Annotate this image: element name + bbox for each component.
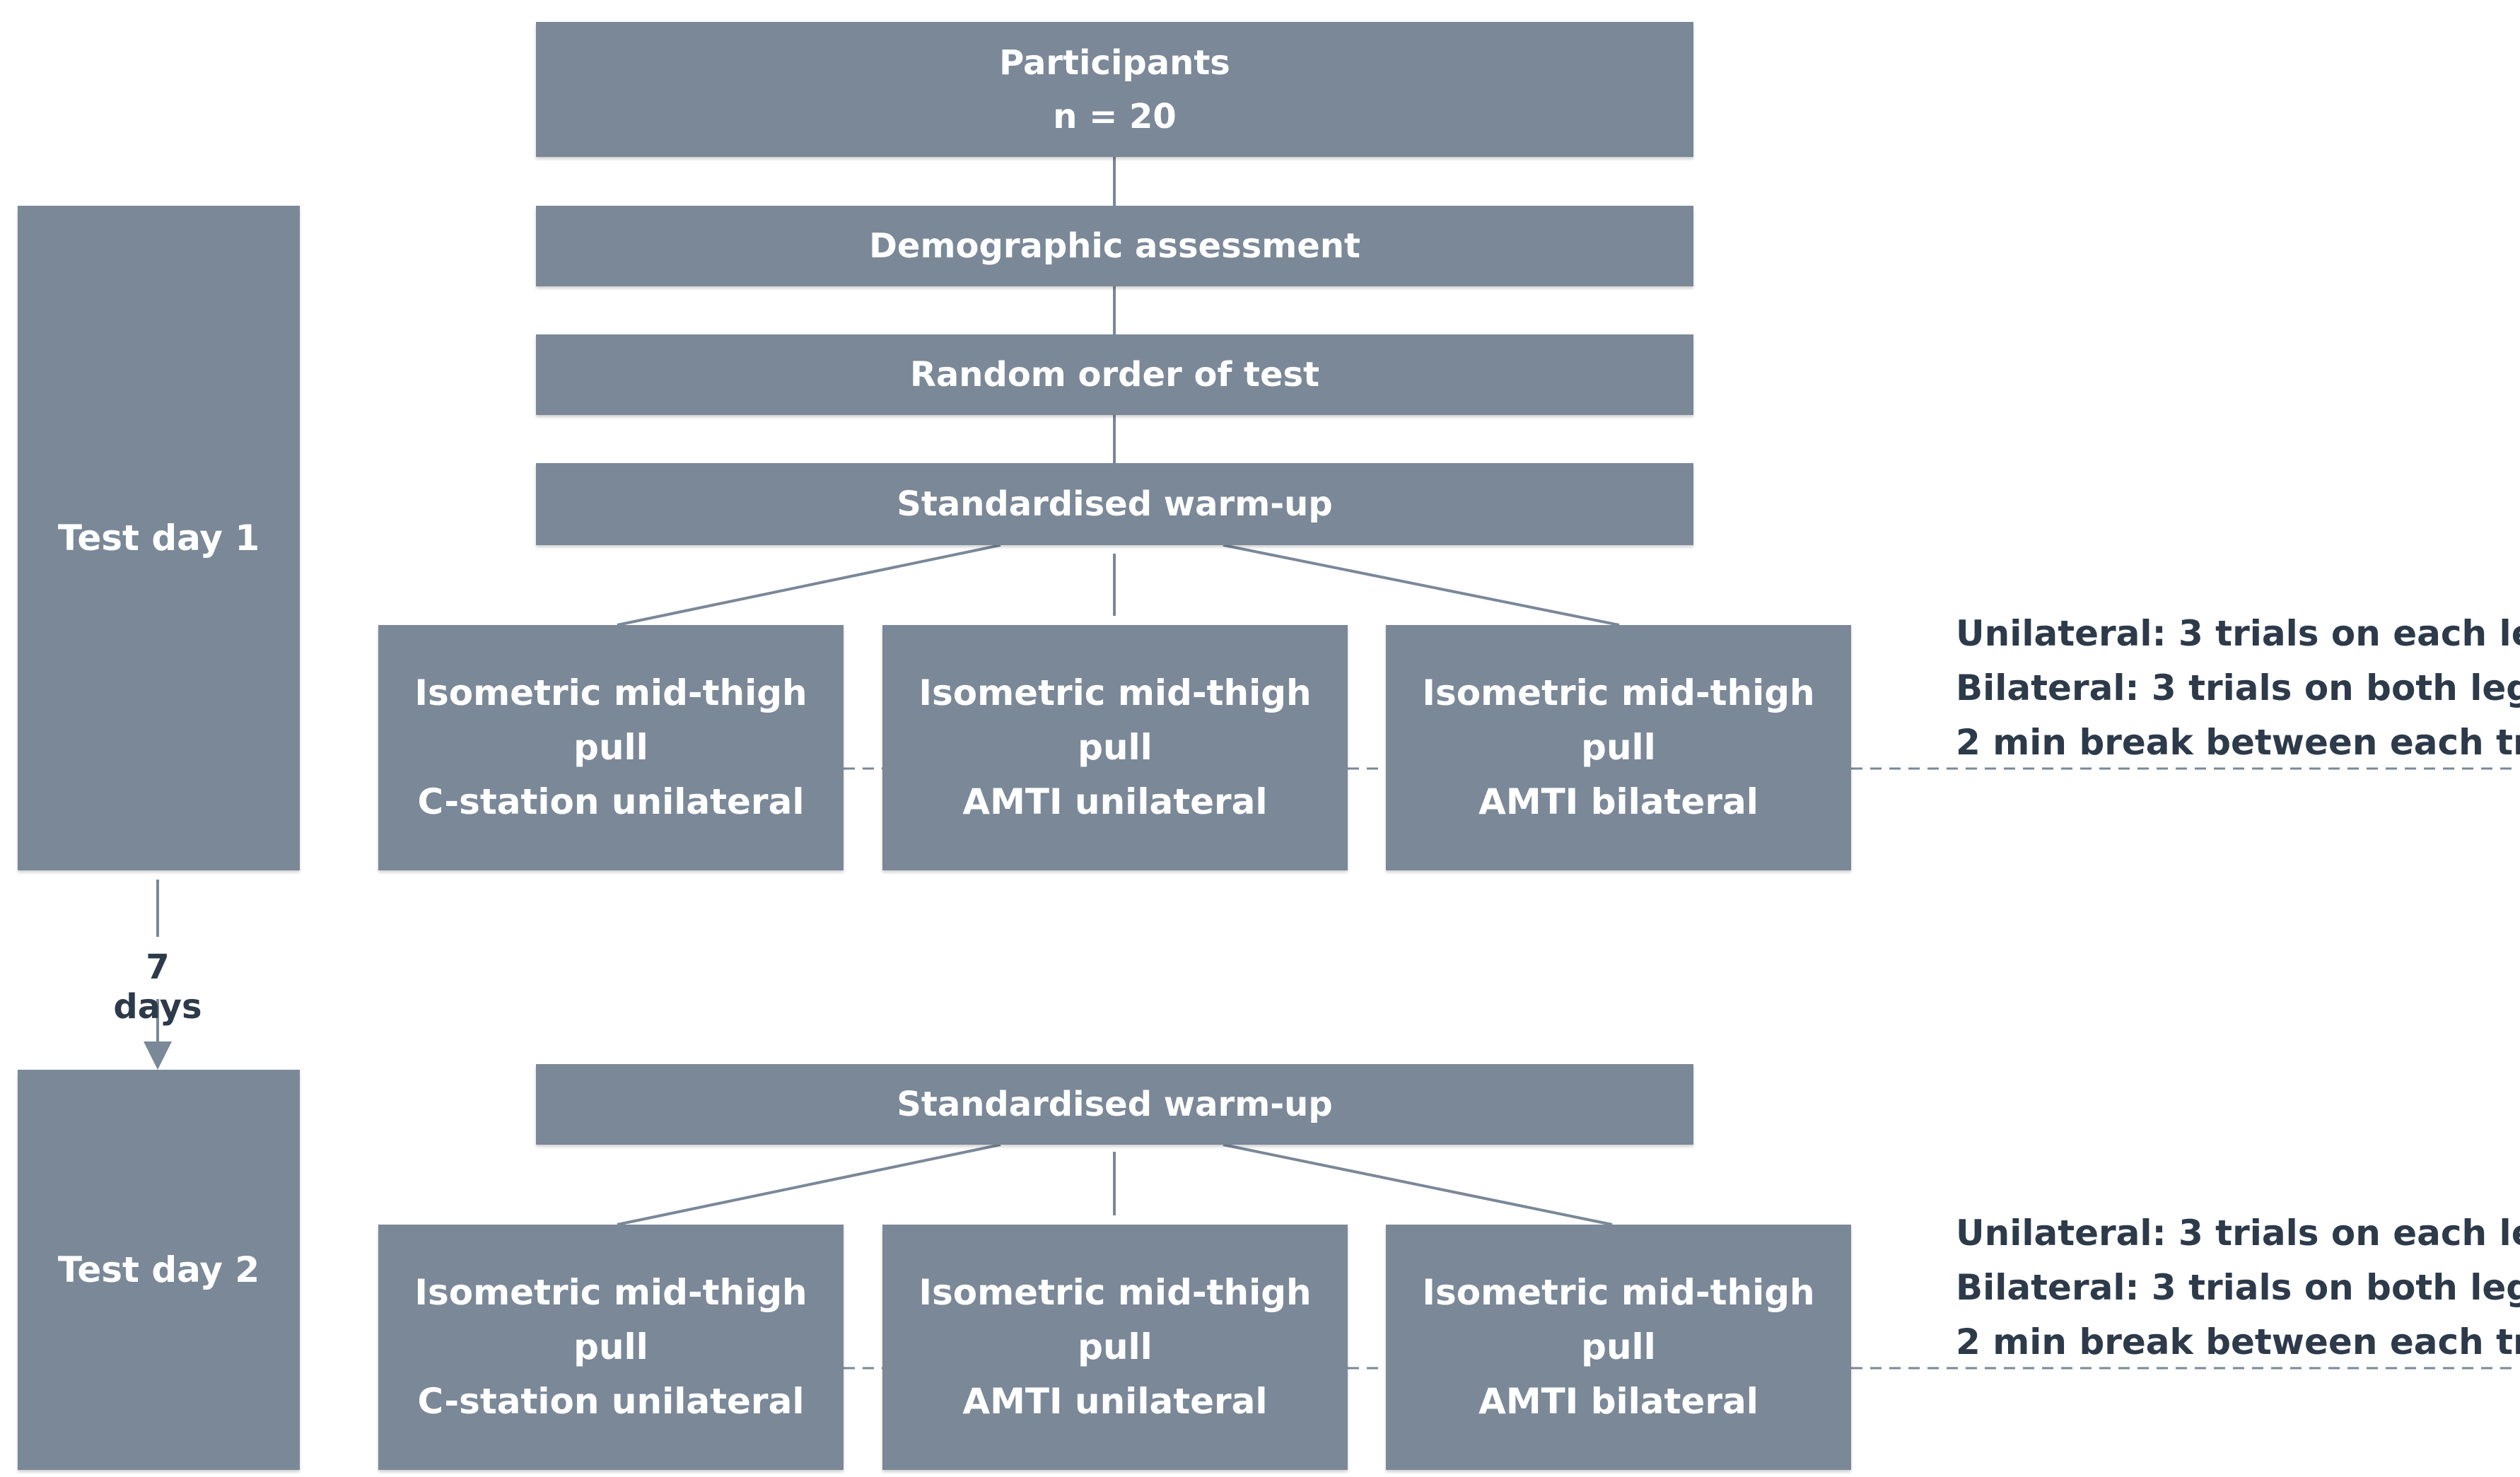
day2-test-amti-unilateral: Isometric mid-thigh pull AMTI unilateral [882, 1225, 1348, 1470]
day1-notes: Unilateral: 3 trials on each leg Bilater… [1956, 607, 2520, 770]
test-name: Isometric mid-thigh pull [1422, 672, 1815, 768]
branch-day1-right [1223, 544, 1620, 626]
random-order-box: Random order of test [536, 334, 1693, 415]
participants-title: Participants [999, 42, 1230, 83]
note-unilateral: Unilateral: 3 trials on each leg [1956, 1213, 2520, 1254]
warmup-day1-label: Standardised warm-up [897, 484, 1333, 524]
test-variant: AMTI unilateral [962, 781, 1268, 822]
test-name: Isometric mid-thigh pull [1422, 1272, 1815, 1367]
branch-day1-left [617, 544, 1001, 626]
test-name: Isometric mid-thigh pull [414, 1272, 807, 1367]
test-day-2-box: Test day 2 [18, 1070, 300, 1470]
test-variant: C-station unilateral [417, 1381, 805, 1422]
test-name: Isometric mid-thigh pull [414, 672, 807, 768]
branch-day2-right [1223, 1143, 1613, 1226]
demographic-assessment-box: Demographic assessment [536, 206, 1693, 286]
note-break: 2 min break between each trial [1956, 1321, 2520, 1362]
note-break: 2 min break between each trial [1956, 722, 2520, 763]
note-bilateral: Bilateral: 3 trials on both legs [1956, 1267, 2520, 1308]
test-variant: C-station unilateral [417, 781, 805, 822]
day1-test-amti-bilateral: Isometric mid-thigh pull AMTI bilateral [1386, 625, 1851, 870]
day2-test-cstation-unilateral: Isometric mid-thigh pull C-station unila… [378, 1225, 844, 1470]
participants-box: Participants n = 20 [536, 22, 1693, 157]
warmup-day2-label: Standardised warm-up [897, 1085, 1333, 1124]
test-day-1-label: Test day 1 [57, 518, 260, 559]
note-bilateral: Bilateral: 3 trials on both legs [1956, 667, 2520, 708]
test-variant: AMTI unilateral [962, 1381, 1268, 1422]
warmup-day2-box: Standardised warm-up [536, 1064, 1693, 1145]
day2-notes: Unilateral: 3 trials on each leg Bilater… [1956, 1206, 2520, 1370]
test-variant: AMTI bilateral [1478, 1381, 1758, 1422]
demographic-assessment-label: Demographic assessment [869, 226, 1360, 266]
test-day-2-label: Test day 2 [57, 1249, 260, 1290]
participants-count: n = 20 [1053, 96, 1177, 136]
day2-test-amti-bilateral: Isometric mid-thigh pull AMTI bilateral [1386, 1225, 1851, 1470]
branch-day2-left [617, 1143, 1001, 1226]
test-name: Isometric mid-thigh pull [918, 1272, 1312, 1367]
warmup-day1-box: Standardised warm-up [536, 463, 1693, 545]
note-unilateral: Unilateral: 3 trials on each leg [1956, 613, 2520, 654]
test-variant: AMTI bilateral [1478, 781, 1758, 822]
random-order-label: Random order of test [909, 355, 1320, 395]
test-name: Isometric mid-thigh pull [918, 672, 1312, 768]
day1-test-amti-unilateral: Isometric mid-thigh pull AMTI unilateral [882, 625, 1348, 870]
day1-test-cstation-unilateral: Isometric mid-thigh pull C-station unila… [378, 625, 844, 870]
test-day-1-box: Test day 1 [18, 206, 300, 870]
gap-label: 7 days [113, 947, 202, 1027]
